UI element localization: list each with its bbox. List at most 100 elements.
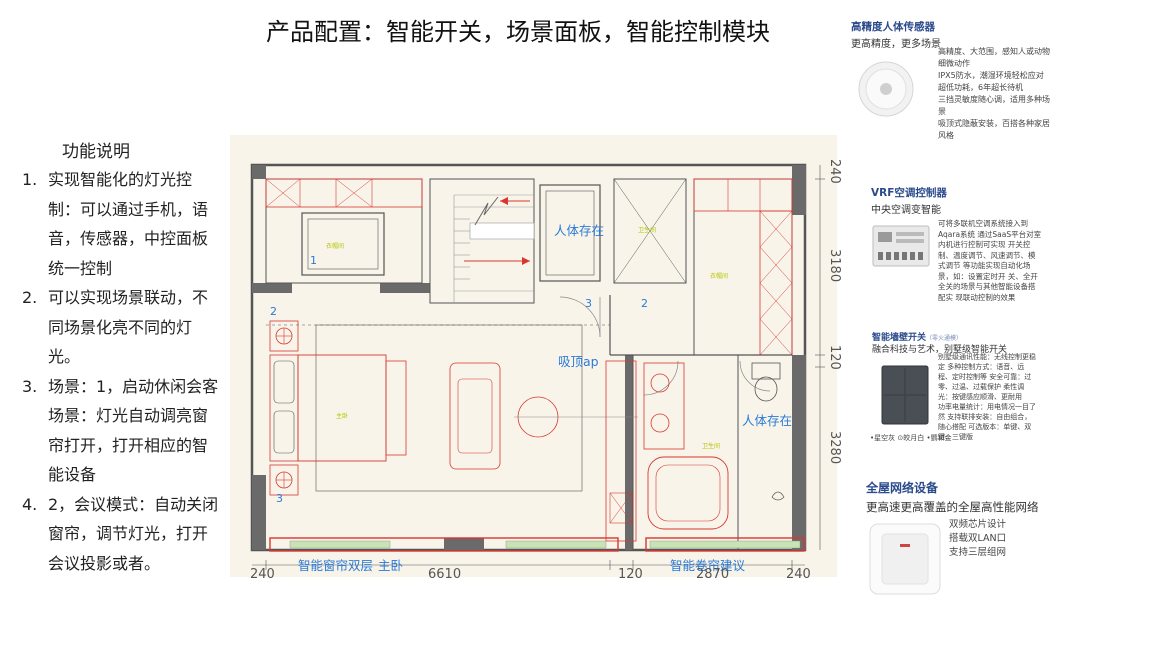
wall-switch-icon: [881, 365, 929, 425]
dimension-label: 240: [786, 567, 811, 582]
product-feature: 三挡灵敏度随心调，适用多种场景: [938, 95, 1050, 116]
wifi-ap-icon: [869, 523, 941, 595]
vanity: [643, 362, 685, 450]
wardrobe-cabinet: [265, 178, 423, 208]
wall-segment: [792, 355, 806, 550]
presence-sensor-icon: [858, 61, 914, 117]
color-options: •星空灰 ⊙皎月白 •鹦和金: [870, 434, 952, 442]
bedroom-label: 主卧: [378, 558, 404, 573]
wardrobe-room-left: [265, 178, 423, 284]
nightstand-top: [269, 320, 299, 352]
bathtub: [647, 456, 729, 530]
dimension-lines: [252, 165, 825, 570]
door-swing: [739, 360, 771, 392]
list-item-number: 3.: [22, 376, 38, 396]
staircase: [429, 178, 535, 304]
toilet: [754, 376, 778, 402]
list-item: 4. 2，会议模式：自动关闭窗帘，调节灯光，打开会议投影或者。: [22, 490, 220, 579]
presence-sensor-label: 人体存在: [554, 223, 605, 238]
wall-segment: [252, 475, 266, 550]
break-line: [474, 196, 499, 226]
wall-column: [252, 165, 266, 179]
stair-treads: [453, 194, 534, 303]
product-feature: 高精度、大范围，感知人或动物细微动作: [938, 47, 1050, 68]
product-subtitle: 更高精度，更多场景: [851, 39, 941, 50]
product-description: 双频芯片设计 搭载双LAN口 支持三层组网: [949, 518, 1006, 560]
list-item-text: 实现智能化的灯光控制：可以通过手机，语音，传感器，中控面板统一控制: [48, 170, 209, 278]
dimension-label: 120: [618, 567, 643, 582]
list-item: 1. 实现智能化的灯光控制：可以通过手机，语音，传感器，中控面板统一控制: [22, 165, 220, 283]
list-item-text: 可以实现场景联动，不同场景化亮不同的灯光。: [48, 288, 209, 366]
dimension-label: 240: [827, 159, 842, 184]
sofa: [449, 362, 501, 470]
closet-center: [539, 184, 601, 282]
product-feature: 可将多联机空调系统接入到Aqara系统 通过SaaS平台对室内机进行控制可实现 …: [938, 219, 1042, 302]
curtain-track-bedroom: [269, 537, 619, 552]
room-tag: 衣帽间: [710, 273, 729, 280]
features-heading: 功能说明: [62, 142, 130, 162]
product-description: 高精度、大范围，感知人或动物细微动作 IPX5防水，潮湿环境轻松应对 超低功耗，…: [932, 46, 1054, 142]
product-name: 智能墙壁开关: [872, 333, 927, 343]
wall-segment: [444, 538, 484, 550]
dimension-label: 6610: [428, 567, 462, 582]
room-tag: 衣帽间: [326, 243, 345, 250]
bench: [385, 360, 407, 456]
marker-number: 3: [585, 297, 592, 310]
rolling-blind-label: 智能卷帘建议: [670, 558, 746, 573]
product-description: 可将多联机空调系统接入到Aqara系统 通过SaaS平台对室内机进行控制可实现 …: [938, 219, 1042, 303]
product-title: 全屋网络设备: [866, 481, 939, 495]
product-subtitle: 更高速更高覆盖的全屋高性能网络: [866, 500, 1039, 514]
product-feature: 功率电量统计：用电情况一目了然 支持联排安装：自由组合，随心搭配 可选版本：单键…: [938, 403, 1036, 441]
bedroom-rug: [315, 324, 583, 492]
list-item-number: 4.: [22, 494, 38, 514]
product-feature: 搭载双LAN口: [949, 533, 1007, 544]
room-tag: 主卧: [336, 413, 349, 420]
dimension-label: 2870: [696, 567, 730, 582]
door-swing: [559, 296, 601, 338]
vrf-controller-icon: [872, 225, 930, 267]
wall-segment: [380, 283, 430, 293]
dimension-label: 3180: [827, 249, 842, 283]
nightstand-bottom: [269, 464, 299, 496]
room-tag: 卫生间: [702, 443, 721, 450]
basin: [650, 373, 670, 393]
basin: [650, 413, 670, 433]
list-item-number: 2.: [22, 288, 38, 307]
list-item: 3. 场景：1，启动休闲会客场景：灯光自动调亮窗帘打开，打开相应的智能设备: [22, 372, 220, 490]
product-feature: 双频芯片设计: [949, 519, 1007, 530]
features-list: 1. 实现智能化的灯光控制：可以通过手机，语音，传感器，中控面板统一控制 2. 可以…: [22, 165, 220, 578]
curtain-track-bath: [645, 537, 805, 552]
marker-number: 3: [276, 492, 283, 505]
floor-plan: 衣帽间 卫生间 衣帽间 主卧 卫生间 人体存在 人体存在 吸顶ap 智能窗帘双层…: [230, 135, 842, 582]
list-item-text: 2，会议模式：自动关闭窗帘，调节灯光，打开会议投影或者。: [48, 494, 219, 573]
product-feature: 别墅级通讯性能：无线控制更稳定 多种控制方式：语音、远程、定时控制等 安全可靠：…: [938, 353, 1036, 401]
stair-landing: [469, 222, 535, 240]
wardrobe-island: [301, 212, 385, 276]
dimension-label: 240: [250, 567, 275, 582]
list-item-text: 场景：1，启动休闲会客场景：灯光自动调亮窗帘打开，打开相应的智能设备: [48, 376, 219, 485]
closet-right: [613, 178, 687, 284]
bed: [297, 354, 387, 462]
list-item: 2. 可以实现场景联动，不同场景化亮不同的灯光。: [22, 283, 220, 372]
plant: [771, 491, 785, 501]
marker-number: 2: [270, 305, 277, 318]
product-subtitle: 融合科技与艺术，别墅级智能开关: [872, 345, 1008, 355]
product-feature: IPX5防水，潮湿环境轻松应对: [938, 71, 1044, 80]
floor-plan-drawing: [250, 163, 825, 570]
product-name-note: （零火通模）: [926, 335, 963, 342]
room-tag: 卫生间: [638, 227, 657, 234]
wall-segment: [625, 355, 633, 550]
list-item-number: 1.: [22, 170, 38, 189]
product-title: VRF空调控制器: [871, 187, 947, 199]
product-title: 高精度人体传感器: [851, 21, 935, 33]
ceiling-ap-label: 吸顶ap: [558, 354, 599, 369]
dimension-label: 120: [827, 345, 842, 370]
product-feature: 超低功耗，6年超长待机: [938, 83, 1024, 92]
marker-number: 1: [310, 254, 317, 267]
page-title: 产品配置：智能开关，场景面板，智能控制模块: [266, 18, 770, 46]
presence-sensor-label: 人体存在: [742, 413, 793, 428]
product-title: 智能墙壁开关（零火通模）: [872, 330, 962, 343]
product-feature: 吸顶式隐蔽安装，百搭各种家居风格: [938, 119, 1050, 140]
wall-column: [792, 165, 806, 215]
tv-cabinet: [605, 360, 637, 542]
